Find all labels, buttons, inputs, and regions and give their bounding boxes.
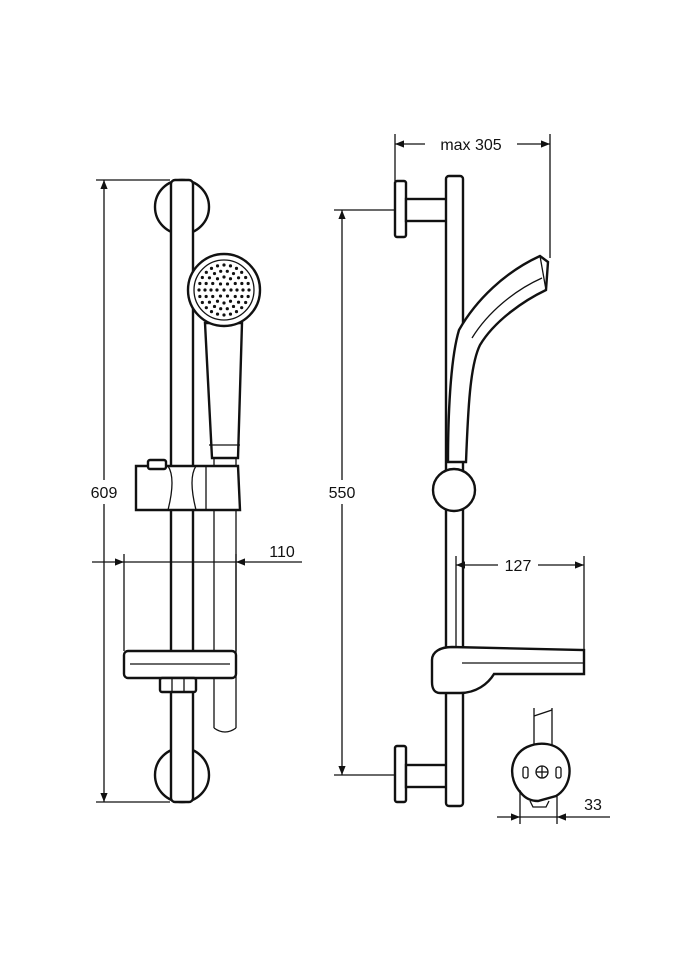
side-handshower	[446, 254, 550, 464]
spray-nozzle	[228, 277, 233, 281]
spray-nozzle	[200, 300, 204, 305]
spray-nozzle	[240, 306, 244, 310]
spray-nozzle	[215, 312, 220, 316]
spray-nozzle	[236, 276, 241, 280]
spray-nozzle	[236, 300, 241, 304]
spray-nozzle	[215, 277, 220, 281]
spray-nozzle	[204, 281, 208, 286]
dim-slider-depth: 33	[584, 797, 602, 814]
spray-nozzle	[233, 294, 237, 299]
spray-nozzle	[233, 281, 237, 286]
dim-bracket-spacing: 550	[329, 485, 356, 502]
spray-nozzle	[246, 294, 250, 299]
spray-nozzle	[234, 310, 239, 314]
spray-nozzle	[209, 288, 213, 292]
spray-nozzle	[209, 266, 214, 270]
spray-nozzle	[219, 307, 223, 311]
spray-nozzle	[228, 299, 233, 303]
spray-nozzle	[218, 282, 223, 286]
slider-detail: 33	[497, 708, 610, 824]
spray-nozzle	[209, 310, 214, 314]
spray-nozzle	[225, 294, 230, 298]
dim-soap-dish-depth: 127	[505, 558, 532, 575]
spray-nozzle	[222, 263, 226, 267]
spray-nozzle	[211, 281, 215, 286]
spray-nozzle	[231, 304, 236, 309]
spray-nozzle	[222, 288, 226, 292]
spray-nozzle	[215, 264, 220, 268]
spray-nozzle	[228, 264, 233, 268]
side-top-bracket-plate	[393, 179, 408, 239]
spray-nozzle	[228, 312, 233, 316]
spray-nozzle	[218, 294, 223, 298]
spray-nozzle	[198, 281, 202, 286]
side-bottom-bracket-plate	[393, 744, 408, 804]
spray-nozzle	[240, 294, 244, 299]
spray-nozzle	[231, 271, 236, 276]
spray-nozzle	[198, 294, 202, 299]
side-slider	[431, 467, 477, 513]
spray-nozzle	[212, 271, 217, 276]
spray-nozzle	[222, 313, 226, 317]
spray-nozzle	[240, 270, 244, 274]
spray-nozzle	[207, 276, 212, 280]
spray-nozzle	[219, 269, 223, 273]
spray-nozzles	[197, 263, 251, 317]
spray-nozzle	[244, 275, 248, 280]
spray-nozzle	[247, 288, 251, 292]
spray-nozzle	[204, 306, 208, 310]
spray-nozzle	[200, 275, 204, 280]
spray-nozzle	[234, 266, 239, 270]
spray-nozzle	[229, 288, 233, 292]
spray-nozzle	[203, 288, 207, 292]
spray-nozzle	[241, 288, 245, 292]
spray-nozzle	[246, 281, 250, 286]
spray-nozzle	[244, 300, 248, 305]
front-view: 609 110	[80, 178, 302, 804]
spray-nozzle	[212, 304, 217, 309]
spray-nozzle	[225, 307, 229, 311]
dim-max-projection: max 305	[440, 137, 501, 154]
dim-soap-dish-width: 110	[269, 544, 295, 561]
spray-nozzle	[211, 294, 215, 299]
spray-nozzle	[225, 269, 229, 273]
front-handshower-handle	[203, 321, 244, 460]
spray-nozzle	[235, 288, 239, 292]
side-view: max 305 550 127	[318, 132, 586, 808]
dim-total-height: 609	[91, 485, 118, 502]
spray-nozzle	[215, 288, 219, 292]
spray-nozzle	[222, 275, 226, 279]
spray-nozzle	[225, 282, 230, 286]
side-soap-dish	[430, 645, 586, 695]
spray-nozzle	[240, 281, 244, 286]
spray-nozzle	[207, 300, 212, 304]
spray-nozzle	[204, 294, 208, 299]
spray-nozzle	[204, 270, 208, 274]
spray-nozzle	[215, 299, 220, 303]
front-slider	[134, 464, 242, 512]
spray-nozzle	[222, 301, 226, 305]
spray-nozzle	[197, 288, 201, 292]
